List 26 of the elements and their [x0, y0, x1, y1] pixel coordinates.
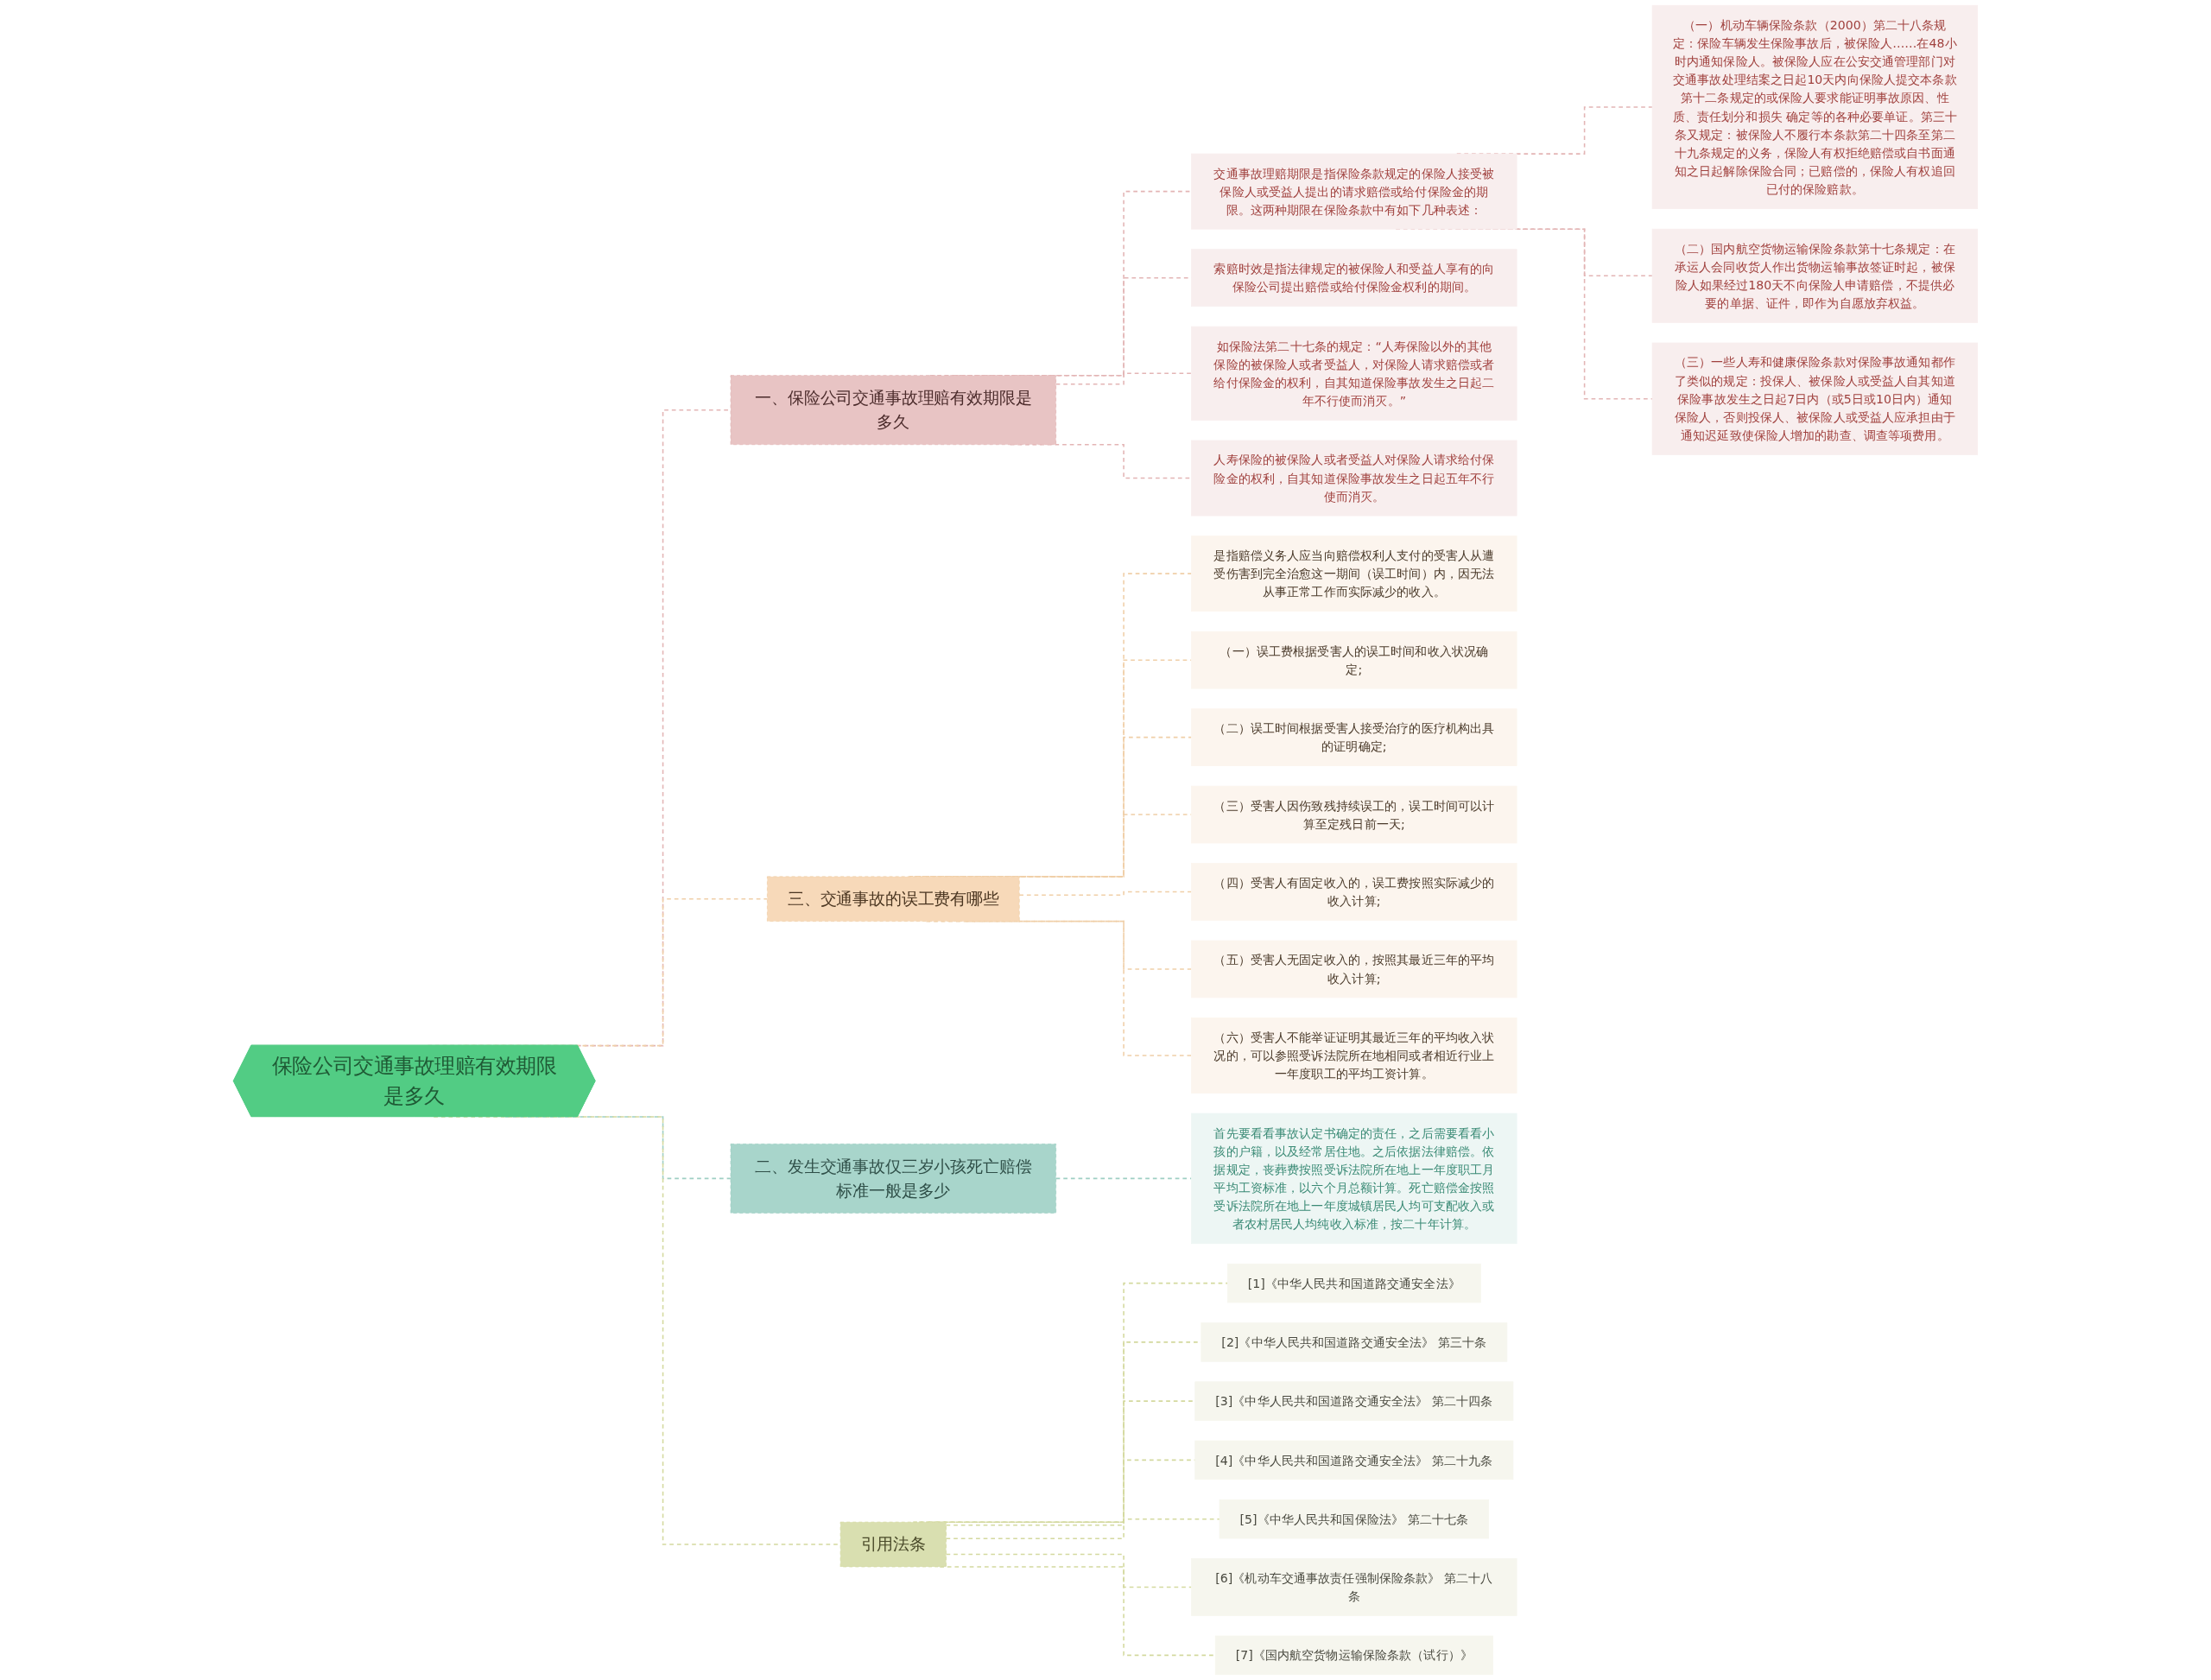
node-box: （四）受害人有固定收入的，误工费按照实际减少的收入计算; — [1191, 863, 1517, 921]
node-box: （二）国内航空货物运输保险条款第十七条规定：在承运人会同收货人作出货物运输事故签证时起，被保险人如果经过180天不向保险人申请赔偿，不提供必要的单据、证件，即作为自愿放弃权益。 — [1651, 228, 1979, 323]
node-box: （二）误工时间根据受害人接受治疗的医疗机构出具的证明确定; — [1191, 708, 1517, 766]
node-box: （一）误工费根据受害人的误工时间和收入状况确定; — [1191, 631, 1517, 689]
node-box: 一、保险公司交通事故理赔有效期限是多久 — [730, 375, 1057, 446]
node-box: （一）机动车辆保险条款（2000）第二十八条规定：保险车辆发生保险事故后，被保险人……在48小时内通知保险人。被保险人应在公安交通管理部门对交通事故处理结案之日起10天内向保险人提交本条款第十二条规定的或保险人要求能证明事故原因、性质、责任划分和损失 确定等的各种必要单证。第三十条又规定：被保险人不履行本条款第二十四条至第二十九条规定的义务，保险人有权拒绝赔偿或自书面通知之日起解除保险合同；已赔偿的，保险人有权追回已付的保险赔款。 — [1651, 4, 1979, 210]
node-box: [7]《国内航空货物运输保险条款（试行）》 — [1214, 1635, 1493, 1676]
node-box: （五）受害人无固定收入的，按照其最近三年的平均收入计算; — [1191, 940, 1517, 998]
connector — [1055, 372, 1193, 385]
node-box: （三）受害人因伤致残持续误工的，误工时间可以计算至定残日前一天; — [1191, 785, 1517, 844]
node-box: 是指赔偿义务人应当向赔偿权利人支付的受害人从遭受伤害到完全治愈这一期间（误工时间）内，因无法从事正常工作而实际减少的收入。 — [1191, 536, 1517, 612]
node-box: 三、交通事故的误工费有哪些 — [767, 876, 1020, 922]
node-box: 二、发生交通事故仅三岁小孩死亡赔偿标准一般是多少 — [730, 1144, 1057, 1214]
node-box: [6]《机动车交通事故责任强制保险条款》 第二十八条 — [1191, 1558, 1517, 1616]
node-box: 交通事故理赔期限是指保险条款规定的保险人接受被保险人或受益人提出的请求赔偿或给付保险金的期限。这两种期限在保险条款中有如下几种表述： — [1191, 153, 1517, 230]
connector — [945, 1553, 1193, 1588]
node-box: [1]《中华人民共和国道路交通安全法》 — [1226, 1263, 1481, 1303]
node-box: 如保险法第二十七条的规定：“人寿保险以外的其他保险的被保险人或者受益人，对保险人请求赔偿或者给付保险金的权利，自其知道保险事故发生之日起二年不行使而消灭。” — [1191, 326, 1517, 421]
node-box: 引用法条 — [839, 1521, 947, 1568]
node-box: （六）受害人不能举证证明其最近三年的平均收入状况的，可以参照受诉法院所在地相同或者相近行业上一年度职工的平均工资计算。 — [1191, 1018, 1517, 1094]
node-box: [4]《中华人民共和国道路交通安全法》 第二十九条 — [1194, 1440, 1514, 1480]
node-box: 首先要看看事故认定书确定的责任，之后需要看看小孩的户籍，以及经常居住地。之后依据法律赔偿。依据规定，丧葬费按照受诉法院所在地上一年度职工月平均工资标准，以六个月总额计算。死亡赔偿金按照受诉法院所在地上一年度城镇居民人均可支配收入或者农村居民人均纯收入标准，按二十年计算。 — [1191, 1113, 1517, 1245]
connector — [945, 1518, 1220, 1540]
node-box: [5]《中华人民共和国保险法》 第二十七条 — [1219, 1499, 1490, 1539]
node-box: （三）一些人寿和健康保险条款对保险事故通知都作了类似的规定：投保人、被保险人或受益人自其知道保险事故发生之日起7日内（或5日或10日内）通知保险人，否则投保人、被保险人或受益人应承担由于通知迟延致使保险人增加的勘查、调查等项费用。 — [1651, 342, 1979, 455]
connector — [1018, 891, 1193, 897]
